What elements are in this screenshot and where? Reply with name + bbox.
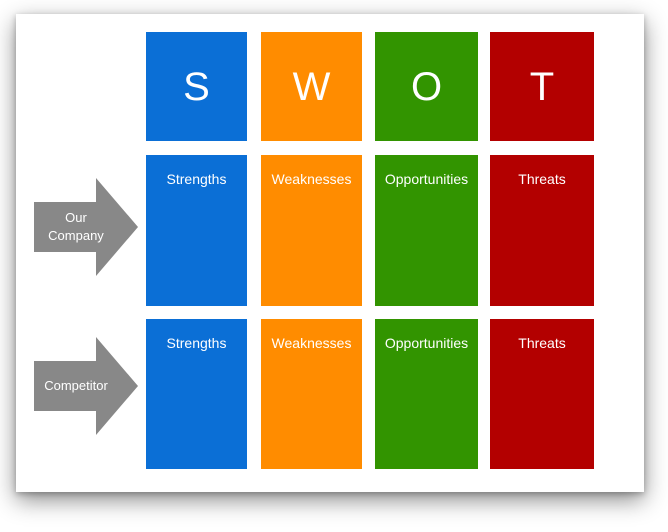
arrow-right-icon <box>34 178 138 276</box>
row-arrow-competitor: Competitor <box>34 337 138 435</box>
row-label-our-company: Our Company <box>48 209 104 243</box>
cell-competitor-threats: Threats <box>490 319 594 469</box>
header-o: O <box>375 32 478 141</box>
header-s: S <box>146 32 247 141</box>
cell-our-company-threats: Threats <box>490 155 594 306</box>
cell-our-company-weaknesses: Weaknesses <box>261 155 362 306</box>
cell-our-company-strengths: Strengths <box>146 155 247 306</box>
cell-competitor-opportunities: Opportunities <box>375 319 478 469</box>
row-label-competitor: Competitor <box>44 377 108 393</box>
swot-slide: S W O T Our Company Strengths Weaknesses… <box>16 14 644 492</box>
header-w: W <box>261 32 362 141</box>
cell-competitor-strengths: Strengths <box>146 319 247 469</box>
header-t: T <box>490 32 594 141</box>
cell-competitor-weaknesses: Weaknesses <box>261 319 362 469</box>
cell-our-company-opportunities: Opportunities <box>375 155 478 306</box>
row-arrow-our-company: Our Company <box>34 178 138 276</box>
arrow-right-icon <box>34 337 138 435</box>
